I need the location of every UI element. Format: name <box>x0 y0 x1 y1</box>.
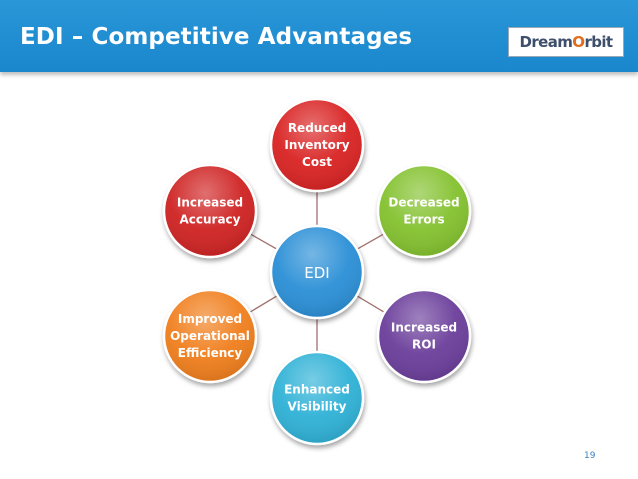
node-gloss-increased-accuracy <box>165 166 255 256</box>
node-label-increased-accuracy: Accuracy <box>179 213 240 227</box>
node-label-reduced-inventory-cost: Cost <box>302 155 332 169</box>
node-gloss-decreased-errors <box>379 166 469 256</box>
logo-text-part1: Dream <box>519 33 573 51</box>
node-gloss-improved-operational-efficiency <box>165 291 255 381</box>
node-label-reduced-inventory-cost: Inventory <box>284 138 349 152</box>
node-label-decreased-errors: Decreased <box>388 196 459 210</box>
node-label-improved-operational-efficiency: Efficiency <box>178 346 243 360</box>
center-label: EDI <box>304 264 329 282</box>
page-number: 19 <box>584 451 596 461</box>
node-label-increased-roi: ROI <box>412 338 436 352</box>
diagram-nodes: ReducedInventoryCostDecreasedErrorsIncre… <box>162 97 472 446</box>
node-label-reduced-inventory-cost: Reduced <box>288 121 346 135</box>
node-label-enhanced-visibility: Visibility <box>288 400 347 414</box>
logo-text-part2: rbit <box>584 33 613 51</box>
node-gloss-enhanced-visibility <box>272 353 362 443</box>
node-label-improved-operational-efficiency: Improved <box>178 312 242 326</box>
node-gloss-reduced-inventory-cost <box>272 100 362 190</box>
node-gloss-increased-roi <box>379 291 469 381</box>
logo-orbit-glyph: O <box>572 33 585 51</box>
node-label-improved-operational-efficiency: Operational <box>170 329 250 343</box>
node-label-decreased-errors: Errors <box>403 213 444 227</box>
slide-title: EDI – Competitive Advantages <box>20 24 413 50</box>
node-label-enhanced-visibility: Enhanced <box>284 383 350 397</box>
node-label-increased-roi: Increased <box>391 321 457 335</box>
center-node-edi: EDI <box>269 224 365 320</box>
node-label-increased-accuracy: Increased <box>177 196 243 210</box>
center-gloss <box>272 227 362 317</box>
